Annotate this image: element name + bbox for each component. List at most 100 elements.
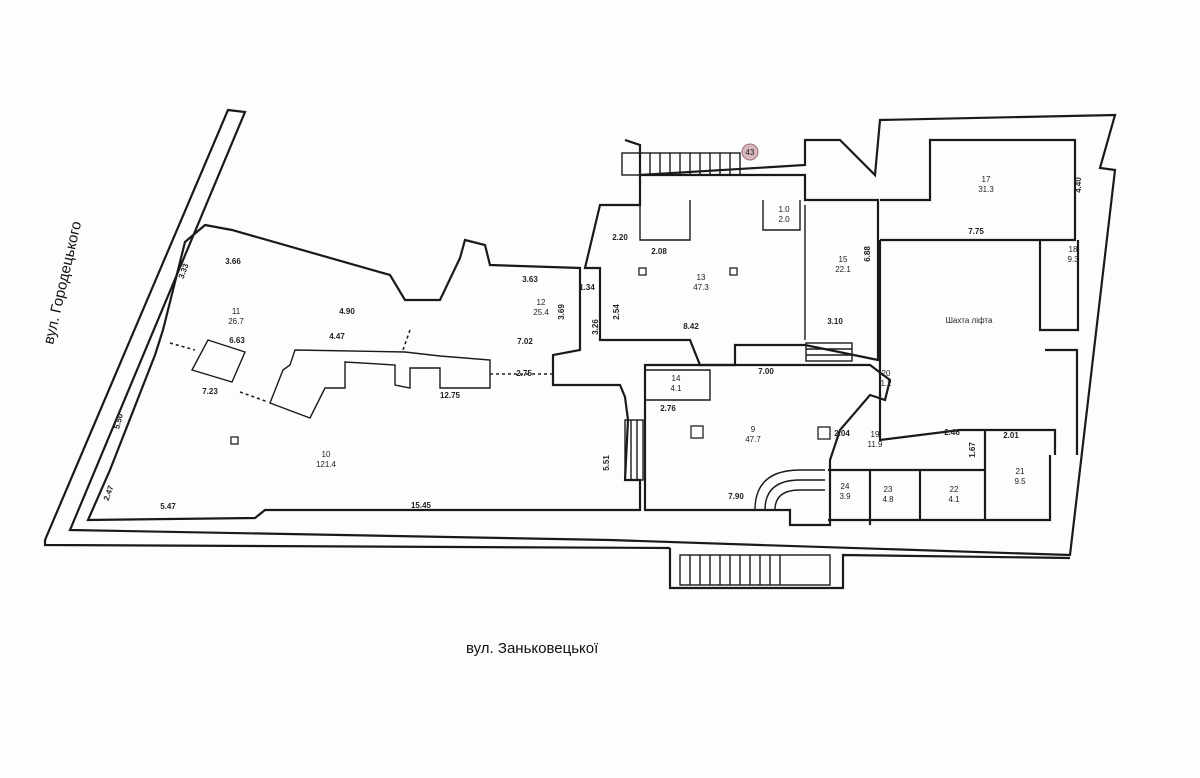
svg-text:12.75: 12.75 (440, 391, 461, 400)
svg-text:2.04: 2.04 (834, 429, 850, 438)
svg-text:2.75: 2.75 (516, 369, 532, 378)
svg-text:4.1: 4.1 (948, 495, 960, 504)
column (729, 267, 738, 276)
svg-text:14: 14 (672, 374, 681, 383)
svg-text:9.5: 9.5 (1014, 477, 1026, 486)
svg-text:9: 9 (751, 425, 756, 434)
svg-text:1.2: 1.2 (880, 379, 892, 388)
wall-wc (828, 430, 1052, 525)
stairs-top (621, 152, 741, 176)
street-label-bottom: вул. Заньковецької (466, 640, 599, 657)
bottom-wall (43, 540, 1071, 590)
svg-text:11: 11 (232, 307, 241, 316)
svg-text:26.7: 26.7 (228, 317, 244, 326)
svg-text:13: 13 (697, 273, 706, 282)
svg-text:1.34: 1.34 (579, 283, 595, 292)
svg-text:2.08: 2.08 (651, 247, 667, 256)
marker-label: 43 (746, 148, 755, 157)
column (230, 436, 239, 445)
svg-text:7.02: 7.02 (517, 337, 533, 346)
wall-room-11 (86, 223, 642, 522)
svg-text:2.46: 2.46 (944, 428, 960, 437)
svg-text:2.0: 2.0 (778, 215, 790, 224)
wall-room-9 (643, 363, 892, 527)
svg-text:1.67: 1.67 (968, 442, 977, 458)
svg-text:5.47: 5.47 (160, 502, 176, 511)
room-label-23: 234.8 (882, 485, 894, 504)
column (690, 425, 704, 439)
wall-block-1 (190, 339, 246, 383)
svg-text:19: 19 (871, 430, 880, 439)
svg-text:3.26: 3.26 (591, 319, 600, 335)
street-label-left: вул. Городецького (40, 220, 85, 346)
svg-text:25.4: 25.4 (533, 308, 549, 317)
svg-text:3.66: 3.66 (225, 257, 241, 266)
column (638, 267, 647, 276)
room-label-21: 219.5 (1014, 467, 1026, 486)
svg-text:2.76: 2.76 (660, 404, 676, 413)
svg-text:12: 12 (537, 298, 546, 307)
svg-text:24: 24 (841, 482, 850, 491)
column (817, 426, 831, 440)
outer-wall (43, 108, 1117, 557)
svg-text:2.01: 2.01 (1003, 431, 1019, 440)
svg-text:15.45: 15.45 (411, 501, 432, 510)
room-label-20: 201.2 (880, 369, 892, 388)
svg-text:7.90: 7.90 (728, 492, 744, 501)
room-label-18: 189.3 (1067, 245, 1079, 264)
svg-text:15: 15 (839, 255, 848, 264)
room-label-14: 144.1 (670, 374, 682, 393)
svg-text:23: 23 (884, 485, 893, 494)
svg-text:11.9: 11.9 (868, 440, 884, 449)
opening-line (169, 329, 553, 403)
svg-text:5.50: 5.50 (112, 412, 125, 430)
svg-text:22: 22 (950, 485, 959, 494)
svg-text:3.69: 3.69 (557, 304, 566, 320)
svg-text:6.88: 6.88 (863, 246, 872, 262)
svg-text:17: 17 (982, 175, 991, 184)
svg-text:7.75: 7.75 (968, 227, 984, 236)
lift-shaft-label: Шахта ліфта (946, 316, 993, 325)
svg-text:4.90: 4.90 (339, 307, 355, 316)
svg-text:4.1: 4.1 (670, 384, 682, 393)
wall-room-17 (880, 138, 1080, 332)
stairs-left (624, 419, 644, 481)
svg-text:20: 20 (882, 369, 891, 378)
svg-text:31.3: 31.3 (978, 185, 994, 194)
svg-text:7.23: 7.23 (202, 387, 218, 396)
room-label-9: 947.7 (745, 425, 761, 444)
svg-text:21: 21 (1016, 467, 1025, 476)
svg-text:5.51: 5.51 (602, 455, 611, 471)
svg-text:8.42: 8.42 (683, 322, 699, 331)
stairs-mid (805, 342, 853, 362)
svg-text:47.7: 47.7 (745, 435, 761, 444)
svg-text:4.8: 4.8 (882, 495, 894, 504)
svg-text:1.0: 1.0 (778, 205, 790, 214)
svg-text:4.47: 4.47 (329, 332, 345, 341)
svg-text:3.9: 3.9 (839, 492, 851, 501)
wall-room-14 (644, 369, 711, 401)
wall-lift (878, 240, 1079, 455)
marker-circle (741, 143, 759, 161)
svg-text:47.3: 47.3 (693, 283, 709, 292)
svg-text:4.40: 4.40 (1074, 177, 1083, 193)
svg-text:3.63: 3.63 (522, 275, 538, 284)
svg-text:18: 18 (1069, 245, 1078, 254)
wall-block-2 (269, 349, 491, 419)
svg-text:6.63: 6.63 (229, 336, 245, 345)
room-label-small: 1.02.0 (778, 205, 790, 224)
stairs-curved (754, 469, 825, 511)
wall-room-13-inner (639, 200, 806, 340)
svg-text:2.20: 2.20 (612, 233, 628, 242)
svg-text:22.1: 22.1 (835, 265, 851, 274)
room-label-24: 243.9 (839, 482, 851, 501)
svg-text:3.10: 3.10 (827, 317, 843, 326)
